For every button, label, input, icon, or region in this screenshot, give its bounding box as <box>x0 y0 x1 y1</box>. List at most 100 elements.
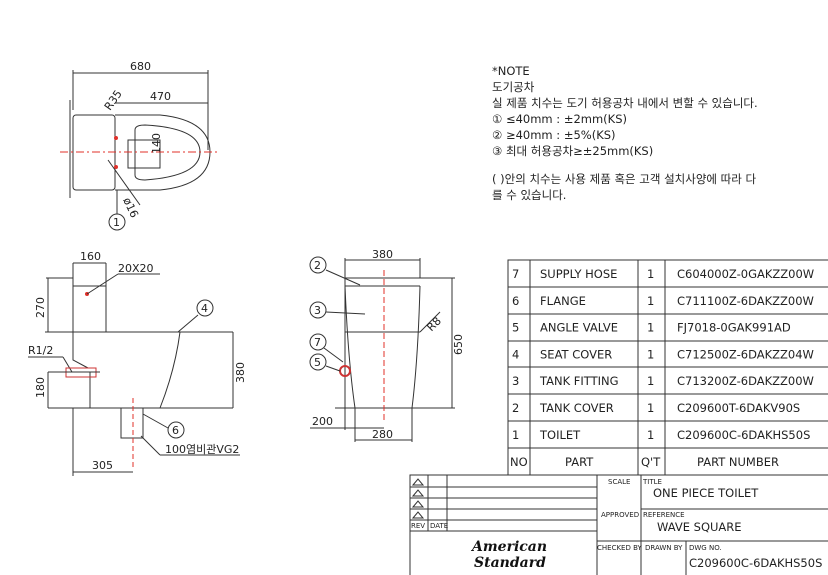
cell-qty: 1 <box>647 321 654 335</box>
callout-7 <box>309 333 327 351</box>
cell-part-number: C209600C-6DAKHS50S <box>677 428 810 442</box>
note-item: ② ≥40mm : ±5%(KS) <box>492 128 616 142</box>
callout-5 <box>309 353 327 371</box>
approved-label: APPROVED <box>601 511 639 519</box>
tolerance-note: *NOTE 도기공차 실 제품 치수는 도기 허용공차 내에서 변할 수 있습니… <box>492 63 758 203</box>
dim-radius: R8 <box>424 314 444 334</box>
cell-no: 2 <box>512 401 519 415</box>
title-block: REV DATE SCALE TITLE ONE PIECE TOILET AP… <box>409 474 828 575</box>
svg-text:3: 3 <box>314 304 321 317</box>
svg-text:1: 1 <box>113 216 120 229</box>
note-item: ① ≤40mm : ±2mm(KS) <box>492 112 627 126</box>
dim-hole-dia: ø16 <box>120 196 141 220</box>
cell-part-number: FJ7018-0GAK991AD <box>677 321 791 335</box>
cell-part: SEAT COVER <box>540 347 612 361</box>
dim-square: 20X20 <box>118 262 154 275</box>
dim-width: 680 <box>130 60 151 73</box>
table-row: 2 TANK COVER 1 C209600T-6DAKV90S <box>512 401 800 415</box>
callout-1 <box>108 213 126 231</box>
cell-no: 7 <box>512 267 519 281</box>
cell-part: TANK FITTING <box>539 374 619 388</box>
dim-offset: 200 <box>312 415 333 428</box>
reference-value: WAVE SQUARE <box>657 520 742 534</box>
callout-4 <box>196 299 214 317</box>
dim-top: 380 <box>372 248 393 261</box>
cell-qty: 1 <box>647 401 654 415</box>
dwg-no-label: DWG NO. <box>689 544 722 552</box>
dim-tank: 160 <box>80 250 101 263</box>
table-row: 5 ANGLE VALVE 1 FJ7018-0GAK991AD <box>512 321 791 335</box>
dim-radius: R35 <box>102 88 125 113</box>
dwg-no: C209600C-6DAKHS50S <box>689 556 822 570</box>
table-row: 6 FLANGE 1 C711100Z-6DAKZZ00W <box>512 294 814 308</box>
top-view: 680 470 R35 140 ø16 1 <box>60 60 220 231</box>
table-row: 3 TANK FITTING 1 C713200Z-6DAKZZ00W <box>512 374 814 388</box>
front-view: 380 650 R8 2 3 7 5 200 280 <box>309 248 465 442</box>
table-row: 1 TOILET 1 C209600C-6DAKHS50S <box>512 428 810 442</box>
cell-qty: 1 <box>647 294 654 308</box>
svg-text:American: American <box>470 539 547 555</box>
dim-base: 280 <box>372 428 393 441</box>
american-standard-logo: American Standard <box>470 539 547 571</box>
cell-no: 4 <box>512 347 519 361</box>
cell-no: 3 <box>512 374 519 388</box>
cell-part: TANK COVER <box>539 401 614 415</box>
cell-no: 1 <box>512 428 519 442</box>
dim-height: 380 <box>234 362 247 383</box>
table-row: 4 SEAT COVER 1 C712500Z-6DAKZZ04W <box>512 347 814 361</box>
svg-text:6: 6 <box>172 424 179 437</box>
drawing-title: ONE PIECE TOILET <box>653 486 759 500</box>
svg-text:4: 4 <box>201 302 208 315</box>
callout-2 <box>309 256 327 274</box>
revision-triangle-icon <box>411 478 425 519</box>
scale-label: SCALE <box>608 478 630 486</box>
note-item: ③ 최대 허용공차≥±25mm(KS) <box>492 144 654 158</box>
svg-text:Standard: Standard <box>474 555 546 571</box>
note-remark: ( )안의 치수는 사용 제품 혹은 고객 설치사양에 따라 다 <box>492 172 757 186</box>
dim-height: 650 <box>452 334 465 355</box>
note-title: *NOTE <box>492 64 530 78</box>
cell-qty: 1 <box>647 374 654 388</box>
pipe-label: 100염비관VG2 <box>165 443 239 456</box>
cell-part: ANGLE VALVE <box>540 321 618 335</box>
cell-part-number: C713200Z-6DAKZZ00W <box>677 374 814 388</box>
dim-thread: R1/2 <box>28 344 53 357</box>
cell-part: SUPPLY HOSE <box>540 267 617 281</box>
note-remark: 를 수 있습니다. <box>492 188 567 202</box>
cell-part-number: C209600T-6DAKV90S <box>677 401 800 415</box>
cell-part-number: C711100Z-6DAKZZ00W <box>677 294 814 308</box>
callout-3 <box>309 301 327 319</box>
reference-label: REFERENCE <box>643 511 685 519</box>
date-label: DATE <box>430 522 448 530</box>
mounting-hole <box>114 165 118 169</box>
header-qty: Q'T <box>641 455 661 469</box>
cell-no: 6 <box>512 294 519 308</box>
dim-hole-spacing: 140 <box>150 133 163 154</box>
cell-part-number: C712500Z-6DAKZZ04W <box>677 347 814 361</box>
header-part: PART <box>565 455 594 469</box>
title-label: TITLE <box>642 478 662 486</box>
note-line: 실 제품 치수는 도기 허용공차 내에서 변할 수 있습니다. <box>492 96 758 110</box>
mounting-hole <box>114 136 118 140</box>
svg-text:5: 5 <box>314 356 321 369</box>
cell-qty: 1 <box>647 267 654 281</box>
cell-qty: 1 <box>647 428 654 442</box>
rev-label: REV <box>411 522 425 530</box>
dim-inlet-height: 180 <box>34 377 47 398</box>
dim-bowl: 470 <box>150 90 171 103</box>
cell-part: TOILET <box>539 428 581 442</box>
side-view: 160 20X20 270 380 4 R1/2 180 6 100염비관VG2… <box>28 250 247 476</box>
dim-tank-height: 270 <box>34 297 47 318</box>
checked-by-label: CHECKED BY <box>597 544 643 552</box>
cell-no: 5 <box>512 321 519 335</box>
dim-rough-in: 305 <box>92 459 113 472</box>
header-part-number: PART NUMBER <box>697 455 779 469</box>
drawn-by-label: DRAWN BY <box>645 544 683 552</box>
cell-qty: 1 <box>647 347 654 361</box>
svg-text:7: 7 <box>314 336 321 349</box>
note-subtitle: 도기공차 <box>492 80 535 94</box>
cell-part: FLANGE <box>540 294 586 308</box>
